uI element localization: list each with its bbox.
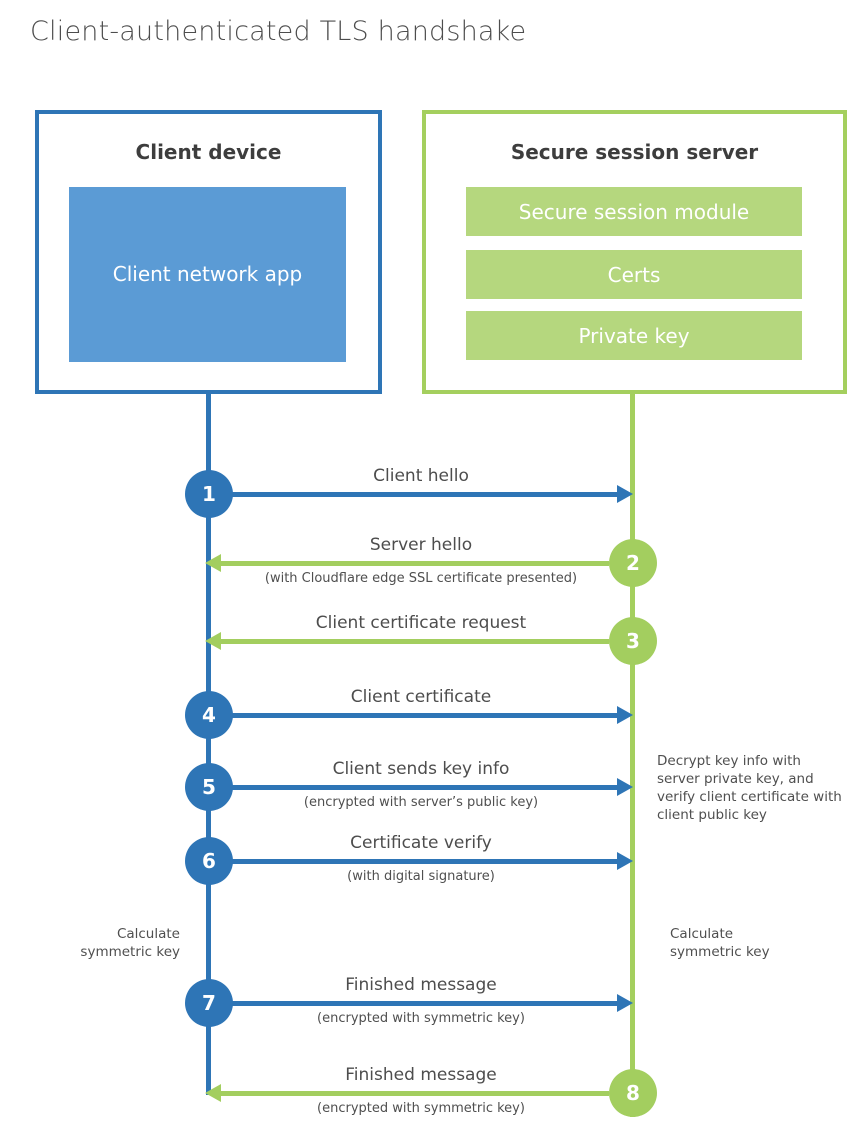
step-8-circle: 8 (609, 1069, 657, 1117)
server-module-secure-session: Secure session module (466, 187, 802, 236)
step-3-label: Client certificate request (315, 613, 527, 633)
step-4-arrow-line (231, 713, 617, 718)
server-lifeline (630, 394, 635, 1117)
step-5-label: Client sends key info (332, 759, 510, 779)
client-lifeline (206, 394, 211, 1095)
step-1-circle: 1 (185, 470, 233, 518)
step-6-sublabel: (with digital signature) (347, 869, 495, 884)
arrow-right-icon (617, 778, 633, 796)
server-title: Secure session server (510, 140, 759, 164)
step-6-arrow-line (231, 859, 617, 864)
client-network-app-box: Client network app (69, 187, 346, 362)
server-box: Secure session server Secure session mod… (422, 110, 847, 394)
step-8-sublabel: (encrypted with symmetric key) (317, 1101, 525, 1116)
step-2-circle: 2 (609, 539, 657, 587)
page-title: Client-authenticated TLS handshake (30, 16, 527, 47)
step-5-sublabel: (encrypted with server’s public key) (303, 795, 539, 810)
step-6-circle: 6 (185, 837, 233, 885)
step-2-number: 2 (626, 551, 640, 575)
step-4-label: Client certificate (350, 687, 492, 707)
step-5-circle: 5 (185, 763, 233, 811)
step-6-number: 6 (202, 849, 216, 873)
step-5-number: 5 (202, 775, 216, 799)
note-calculate-symmetric-key-client: Calculate symmetric key (80, 926, 180, 960)
note-calculate-symmetric-key-server: Calculate symmetric key (670, 926, 770, 960)
step-1-arrow-line (231, 492, 617, 497)
step-7-sublabel: (encrypted with symmetric key) (317, 1011, 525, 1026)
step-3-number: 3 (626, 629, 640, 653)
step-4-number: 4 (202, 703, 216, 727)
step-8-number: 8 (626, 1081, 640, 1105)
step-3-arrow-line (221, 639, 609, 644)
step-8-label: Finished message (345, 1065, 497, 1085)
arrow-right-icon (617, 485, 633, 503)
step-2-sublabel: (with Cloudflare edge SSL certificate pr… (264, 571, 578, 586)
step-8-arrow-line (221, 1091, 609, 1096)
step-7-label: Finished message (345, 975, 497, 995)
arrow-left-icon (205, 1084, 221, 1102)
arrow-left-icon (205, 632, 221, 650)
arrow-right-icon (617, 994, 633, 1012)
step-5-arrow-line (231, 785, 617, 790)
server-module-private-key: Private key (466, 311, 802, 360)
client-device-title: Client device (135, 140, 282, 164)
step-3-circle: 3 (609, 617, 657, 665)
step-6-label: Certificate verify (350, 833, 492, 853)
step-2-label: Server hello (369, 535, 473, 555)
step-7-circle: 7 (185, 979, 233, 1027)
step-4-circle: 4 (185, 691, 233, 739)
step-1-number: 1 (202, 482, 216, 506)
client-device-box: Client device Client network app (35, 110, 382, 394)
arrow-right-icon (617, 852, 633, 870)
step-2-arrow-line (221, 561, 609, 566)
step-1-label: Client hello (373, 466, 469, 486)
note-decrypt-key-info: Decrypt key info with server private key… (657, 753, 842, 823)
arrow-left-icon (205, 554, 221, 572)
step-7-number: 7 (202, 991, 216, 1015)
server-module-certs: Certs (466, 250, 802, 299)
arrow-right-icon (617, 706, 633, 724)
step-7-arrow-line (231, 1001, 617, 1006)
